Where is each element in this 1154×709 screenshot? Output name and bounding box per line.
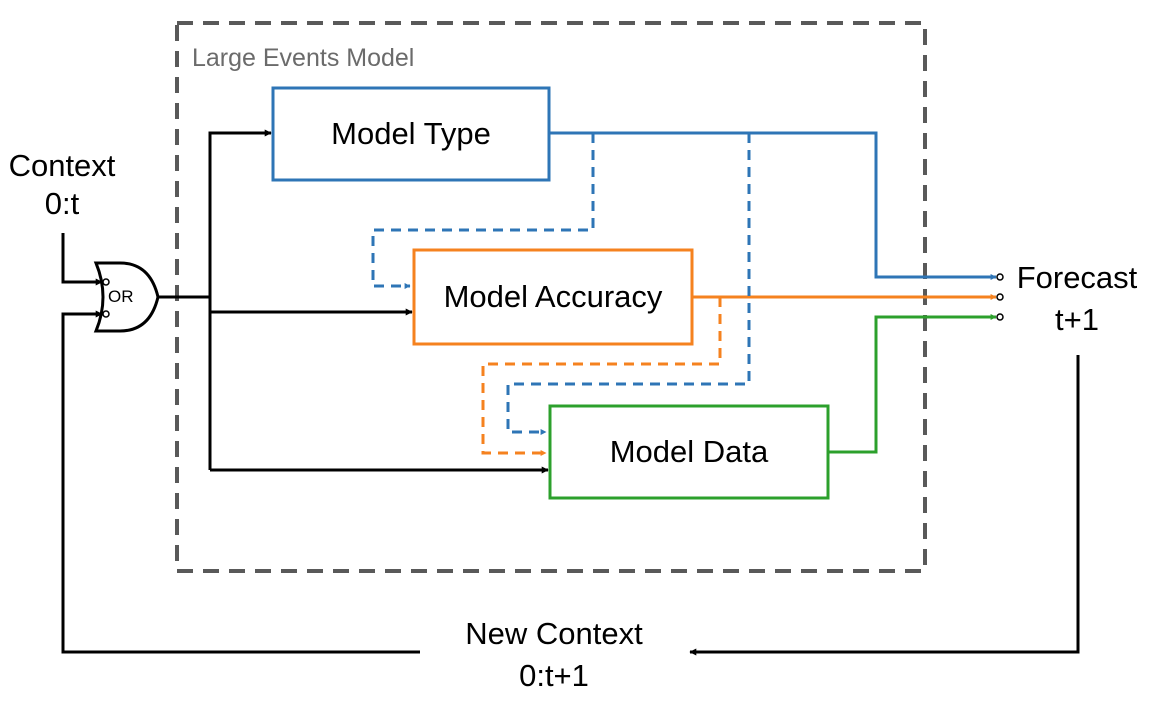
model-accuracy-label: Model Accuracy — [443, 279, 663, 314]
model-type-to-forecast-arrow — [549, 131, 997, 280]
context-label-line1: Context — [8, 148, 116, 183]
model-type-label: Model Type — [331, 116, 491, 151]
model-accuracy-box — [412, 248, 694, 346]
new-context-label-line1: New Context — [465, 616, 643, 651]
or-gate-input-2 — [102, 310, 110, 318]
model-data-label: Model Data — [609, 434, 769, 469]
forecast-label-line2: t+1 — [1055, 302, 1099, 337]
context-label-line2: 0:t — [44, 186, 80, 221]
model-data-to-forecast-arrow — [828, 314, 997, 454]
new-context-feedback-arrow — [61, 310, 420, 654]
new-context-label-line2: 0:t+1 — [519, 658, 589, 693]
container-label: Large Events Model — [192, 44, 415, 72]
or-gate-label: OR — [108, 287, 134, 306]
context-input-arrow — [61, 233, 103, 286]
forecast-terminal-2 — [996, 293, 1004, 301]
model-type-box — [271, 86, 551, 182]
arrow-to-model-type — [208, 129, 272, 470]
or-gate-input-1 — [102, 278, 110, 286]
forecast-label-line1: Forecast — [1016, 260, 1138, 295]
forecast-terminal-3 — [996, 313, 1004, 321]
forecast-to-new-context-arrow — [689, 355, 1080, 656]
model-type-to-data-dashed-arrow — [506, 133, 751, 435]
model-accuracy-to-data-dashed-arrow — [481, 297, 722, 456]
forecast-terminal-1 — [996, 273, 1004, 281]
or-gate — [93, 261, 160, 333]
